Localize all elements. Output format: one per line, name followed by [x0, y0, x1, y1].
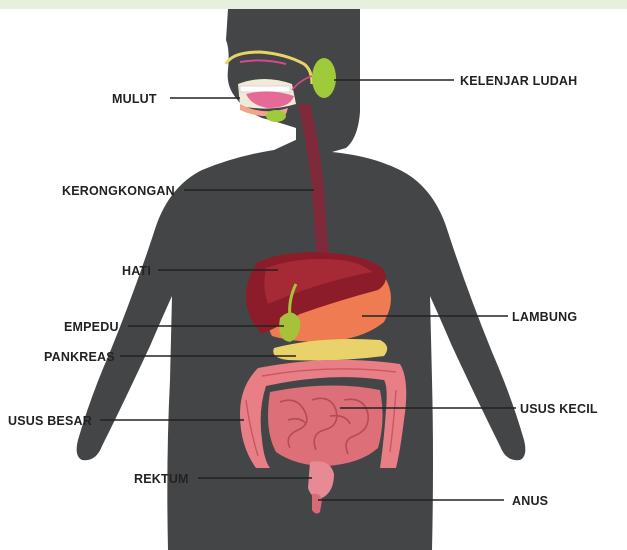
salivary-gland-lower [266, 110, 286, 122]
label-usus-kecil: USUS KECIL [520, 402, 598, 416]
label-anus: ANUS [512, 494, 548, 508]
small-intestine [268, 385, 383, 466]
label-lambung: LAMBUNG [512, 310, 577, 324]
label-mulut: MULUT [112, 92, 157, 106]
label-rektum: REKTUM [134, 472, 189, 486]
label-pankreas: PANKREAS [44, 350, 115, 364]
label-usus-besar: USUS BESAR [8, 414, 92, 428]
upper-teeth [240, 86, 290, 92]
label-hati: HATI [122, 264, 151, 278]
label-kelenjar-ludah: KELENJAR LUDAH [460, 74, 577, 88]
label-empedu: EMPEDU [64, 320, 119, 334]
label-kerongkongan: KERONGKONGAN [62, 184, 175, 198]
salivary-gland [312, 58, 336, 98]
